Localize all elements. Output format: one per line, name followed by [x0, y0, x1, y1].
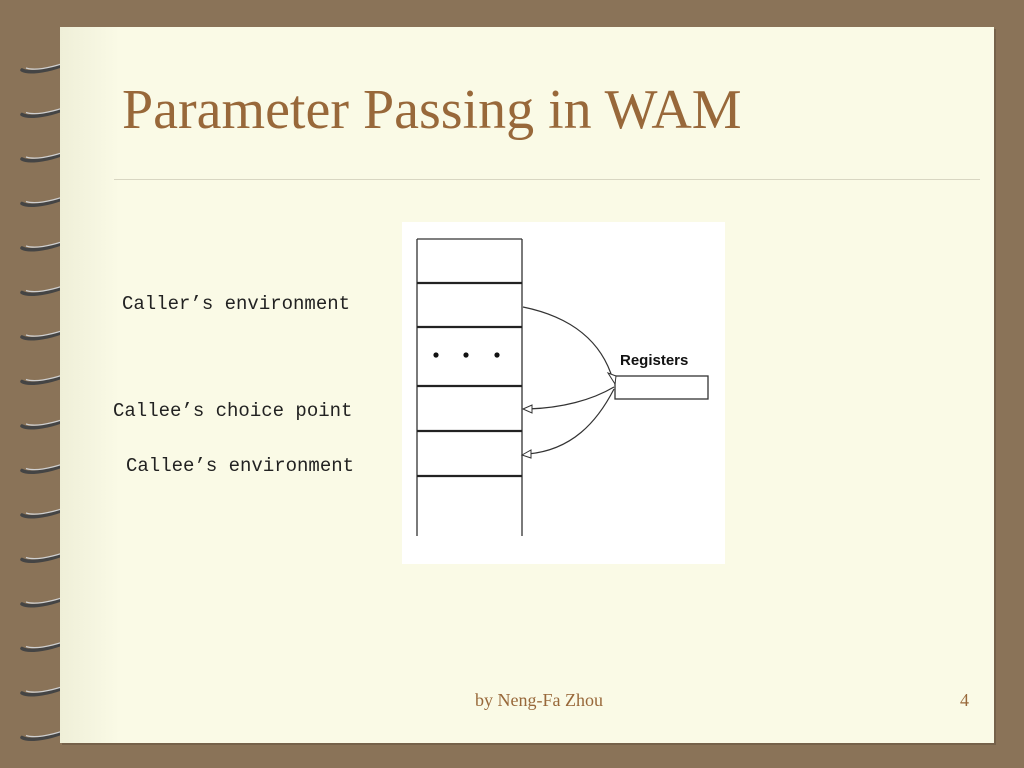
title-divider: [114, 179, 980, 180]
registers-label: Registers: [620, 352, 688, 369]
page-number: 4: [960, 690, 969, 710]
slide-title: Parameter Passing in WAM: [122, 79, 742, 141]
arrowhead-callee-env: [520, 449, 532, 459]
callee-choice-point-label: Callee’s choice point: [113, 400, 353, 422]
ellipsis-dot-2: [463, 352, 469, 358]
registers-box: [614, 375, 709, 400]
callee-environment-label: Callee’s environment: [126, 455, 355, 477]
caller-environment-label: Caller’s environment: [122, 293, 351, 315]
arrowhead-registers: [606, 372, 617, 386]
arrow-registers-to-choice-point: [527, 386, 615, 410]
arrow-registers-to-callee-env: [527, 388, 615, 455]
ellipsis-dot-1: [433, 352, 439, 358]
ellipsis-dot-3: [494, 352, 500, 358]
page-inner-margin: [60, 27, 120, 743]
arrow-caller-to-registers: [522, 306, 614, 381]
arrowhead-choice-point: [521, 404, 533, 414]
stack-diagram: Registers: [402, 222, 725, 564]
stack-diagram-svg: Registers: [416, 238, 709, 536]
footer-author: by Neng-Fa Zhou: [475, 690, 603, 710]
